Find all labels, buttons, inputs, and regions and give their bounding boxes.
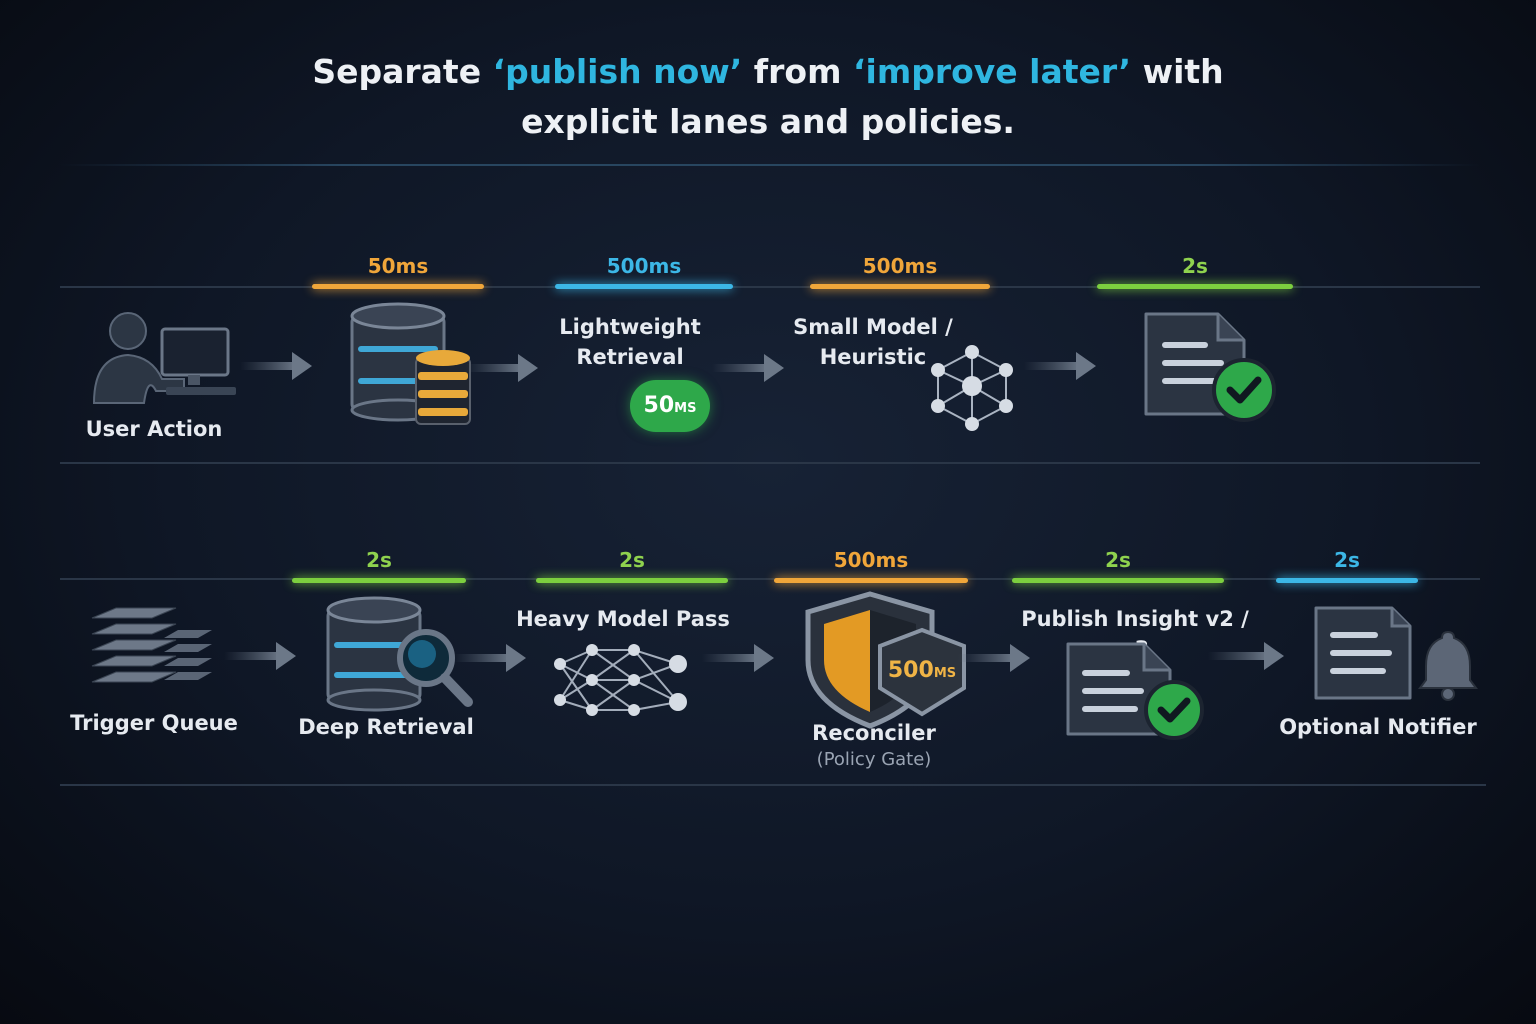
title-text-b: from — [742, 52, 853, 91]
lane1-latency-2: 500ms — [555, 254, 733, 289]
lane2-latency-2: 2s — [536, 548, 728, 583]
lane2-arrow-1 — [224, 642, 296, 670]
title-highlight-improve-later: ‘improve later’ — [852, 52, 1132, 91]
lane2-latency-1: 2s — [292, 548, 466, 583]
node-lightweight-retrieval-label: Lightweight Retrieval — [530, 312, 730, 372]
latency-badge-50ms: 50MS — [630, 380, 710, 432]
lane1-arrow-3 — [712, 354, 784, 382]
lane1-bottom-rule — [60, 462, 1480, 464]
lane2-arrow-5 — [1208, 642, 1284, 670]
published-document-check-icon — [1144, 312, 1276, 422]
title-text-a: Separate — [312, 52, 493, 91]
small-model-line-1: Small Model / — [793, 315, 953, 339]
lane2-latency-5: 2s — [1276, 548, 1418, 583]
header-divider — [60, 164, 1480, 166]
reconciler-shield-icon — [805, 591, 966, 729]
small-model-line-2: Heuristic — [819, 345, 927, 369]
page-title-line-2: explicit lanes and policies. — [521, 102, 1015, 141]
reconciler-latency-badge: 500MS — [887, 658, 957, 683]
node-trigger-queue-label: Trigger Queue — [70, 711, 238, 735]
lane1-latency-3: 500ms — [810, 254, 990, 289]
lightweight-retrieval-line-2: Retrieval — [576, 345, 684, 369]
small-model-network-icon — [931, 345, 1013, 431]
lane1-arrow-2 — [466, 354, 538, 382]
node-policy-gate-label: (Policy Gate) — [816, 749, 932, 770]
lane2-arrow-2 — [454, 644, 526, 672]
lane1-arrow-1 — [240, 352, 312, 380]
title-text-c: with — [1131, 52, 1224, 91]
node-reconciler-label: Reconciler — [812, 721, 936, 745]
node-deep-retrieval-label: Deep Retrieval — [298, 715, 474, 739]
node-optional-notifier-label: Optional Notifier — [1279, 715, 1477, 739]
lane2-latency-4: 2s — [1012, 548, 1224, 583]
publish-insight-document-icon — [1066, 642, 1204, 740]
title-highlight-publish-now: ‘publish now’ — [492, 52, 743, 91]
lightweight-retrieval-line-1: Lightweight — [559, 315, 701, 339]
deep-retrieval-database-icon — [326, 596, 473, 712]
lane2-arrow-3 — [702, 644, 774, 672]
lane1-latency-1: 50ms — [312, 254, 484, 289]
lane2-latency-3: 500ms — [774, 548, 968, 583]
node-small-model-label: Small Model / Heuristic — [778, 312, 968, 372]
database-cache-icon — [350, 302, 471, 425]
heavy-model-network-icon — [554, 644, 687, 716]
lane2-bottom-rule — [60, 784, 1486, 786]
lane2-arrow-4 — [958, 644, 1030, 672]
user-at-computer-icon — [92, 312, 236, 404]
trigger-queue-stack-icon — [91, 607, 212, 683]
node-heavy-model-label: Heavy Model Pass — [516, 607, 730, 631]
node-user-action-label: User Action — [85, 417, 223, 441]
lane2-top-rule — [60, 578, 1480, 580]
lane1-top-rule — [60, 286, 1480, 288]
lane1-arrow-4 — [1024, 352, 1096, 380]
notifier-document-bell-icon — [1314, 606, 1478, 701]
lane1-latency-4: 2s — [1097, 254, 1293, 289]
page-title-line-1: Separate ‘publish now’ from ‘improve lat… — [0, 47, 1536, 97]
